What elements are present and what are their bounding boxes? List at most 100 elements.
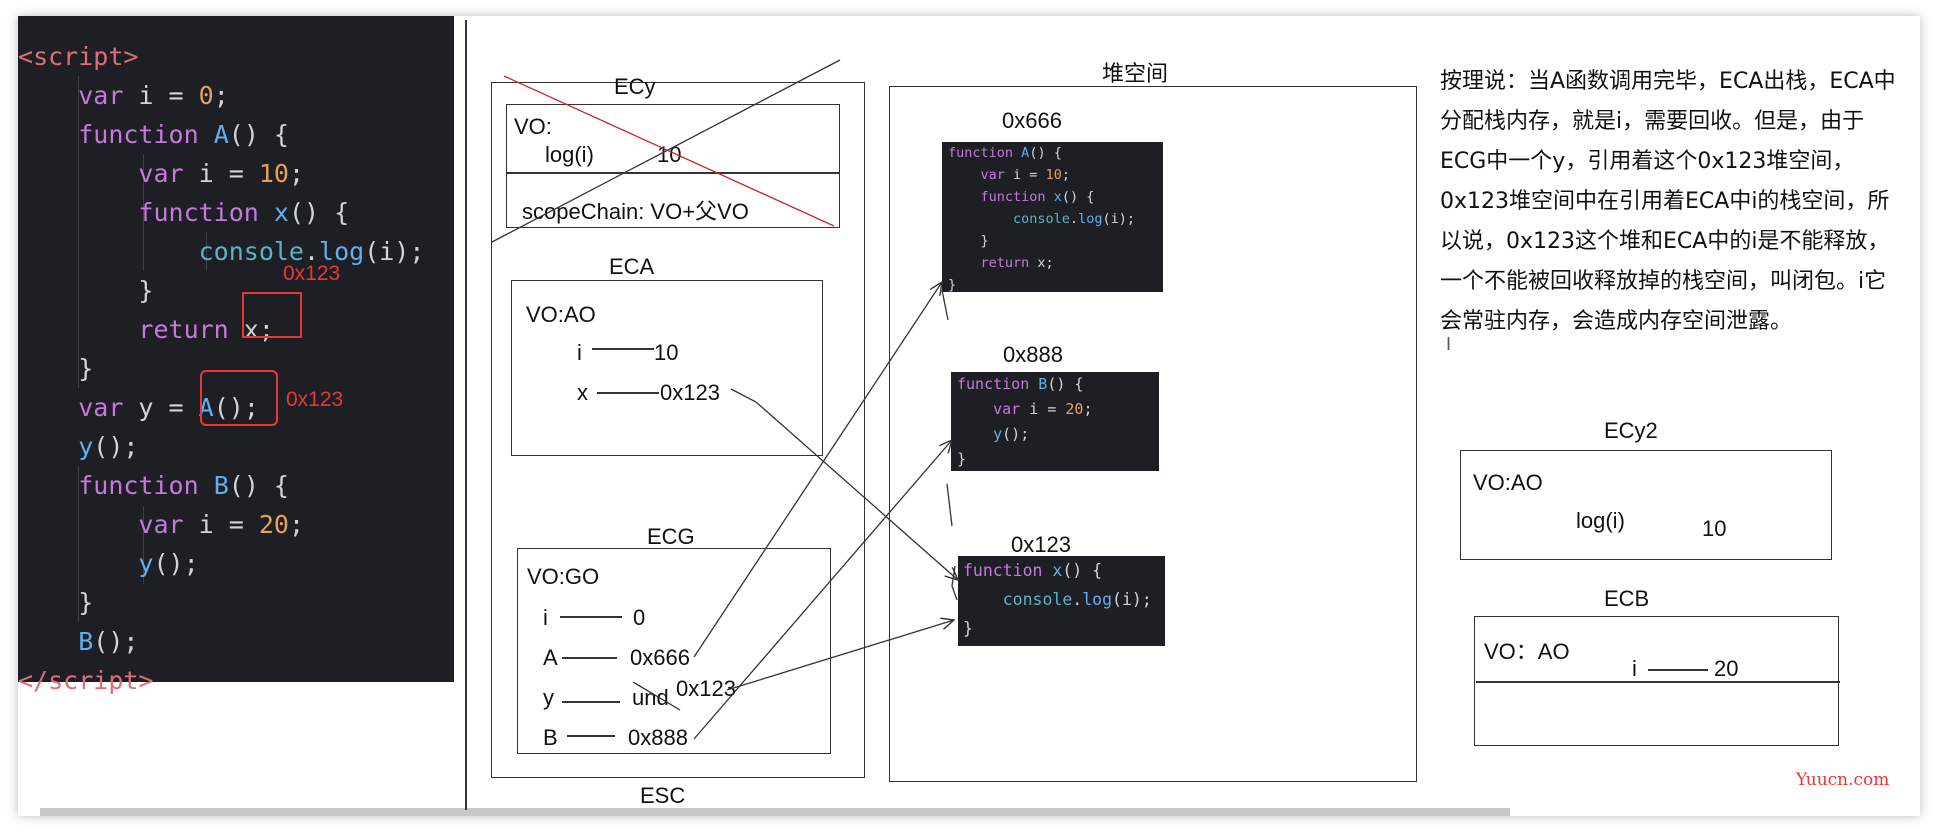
code-token: = [168,81,184,110]
code-lines: <script> var i = 0; function A() { var i… [18,37,424,700]
code-token: y [138,549,154,578]
code-token: 20 [258,510,289,539]
code-token: . [303,237,320,266]
ecy2-log-value: 10 [1702,516,1727,541]
code-line: function x() { [948,186,1163,208]
code-token: console [1013,211,1070,227]
code-line: var i = 20; [957,397,1159,422]
eca-x-value: 0x123 [660,380,720,405]
indent-guide [78,76,79,388]
code-token: console [198,237,304,266]
indent-guide [143,506,144,584]
horizontal-scrollbar[interactable] [40,808,1510,816]
eca-x-name: x [577,380,588,405]
code-line: console.log(i); [18,232,425,271]
code-token: (); [93,627,139,656]
call-a-highlight [200,370,278,426]
code-token: A [198,393,214,422]
code-line: var i = 0; [18,76,424,115]
heap-0x666-tick [941,289,949,321]
ecg-a-to-heap-0x666-arrow [693,282,942,658]
code-token: function [957,375,1030,393]
code-token: y [78,432,94,461]
ecy-title: ECy [614,74,656,99]
code-token: x; [228,315,274,344]
code-token: 0 [198,81,214,110]
code-line: } [948,230,1163,252]
code-token: ; [288,159,305,188]
heap-0x123-marker [951,565,958,601]
ecy2-log: log(i) [1576,508,1625,533]
code-token: (); [213,393,259,422]
code-token: } [18,354,94,383]
closure-explanation: 按理说：当A函数调用完毕，ECA出栈，ECA中分配栈内存，就是i，需要回收。但是… [1440,69,1896,334]
heap-0x888-code: function B() { var i = 20; y();} [951,372,1159,471]
code-token: (i); [1112,590,1152,609]
code-token: ; [288,510,305,539]
ecg-row-link [560,616,622,618]
code-token: (); [93,432,139,461]
heap-0x123-code: function x() { console.log(i);} [958,556,1165,646]
code-token: () { [1029,145,1062,161]
code-line: console.log(i); [963,585,1165,614]
indent-guide [206,232,207,271]
code-token: = [1029,167,1038,183]
code-line: } [948,274,1163,296]
ecb-divider [1476,681,1840,683]
code-token: (i); [1102,211,1135,227]
code-token: } [948,277,957,293]
code-token: script [33,42,124,71]
code-token: var [993,400,1021,418]
ecg-row-name: B [543,725,558,750]
annotation-x-address: 0x123 [283,262,341,285]
code-token: var [138,159,184,188]
code-token: (); [1002,425,1030,443]
code-token: ; [1083,400,1093,418]
ecy-box [506,104,840,228]
code-token: x [273,198,289,227]
code-token: function [963,561,1043,580]
code-token: return [980,255,1030,271]
code-token: function [980,189,1046,205]
eca-vo: VO:AO [526,302,596,327]
ecy2-box [1460,450,1832,560]
code-token: = [1047,400,1057,418]
heap-box [889,86,1417,782]
code-line: <script> [18,37,424,76]
code-token: B [213,471,229,500]
ecg-row-value: 0x666 [630,645,690,670]
code-line: return x; [948,252,1163,274]
code-token: B [78,627,94,656]
ecg-row-value: und [632,685,669,710]
heap-0x888-address: 0x888 [1003,342,1063,367]
ecg-row-value: 0x888 [628,725,688,750]
eca-i-name: i [577,340,582,365]
code-token: () { [1062,561,1103,580]
code-line: } [18,349,424,388]
code-token: = [228,510,244,539]
code-token: } [18,588,94,617]
code-token: i [123,81,169,110]
code-line: } [18,271,424,310]
code-token: . [1072,590,1083,609]
watermark: Yuucn.com [1796,770,1890,790]
code-line: } [18,583,424,622]
heap-0x123-address: 0x123 [1011,532,1071,557]
code-line: function B() { [18,466,424,505]
code-token: > [138,666,154,695]
ecg-vo: VO:GO [527,564,600,589]
code-token: () { [1061,189,1095,205]
code-line: </script> [18,661,424,700]
ecg-row-name: y [543,685,554,710]
code-token: < [18,42,34,71]
ecb-i-link [1648,669,1708,671]
code-line: function x() { [963,556,1165,585]
code-line: function A() { [948,142,1163,164]
ecg-y-strike-line [632,681,681,711]
ecg-row-value: 0 [633,605,646,630]
indent-guide [143,154,144,271]
code-line: function x() { [18,193,424,232]
ecy2-title: ECy2 [1604,418,1658,443]
code-token: y [993,425,1003,443]
